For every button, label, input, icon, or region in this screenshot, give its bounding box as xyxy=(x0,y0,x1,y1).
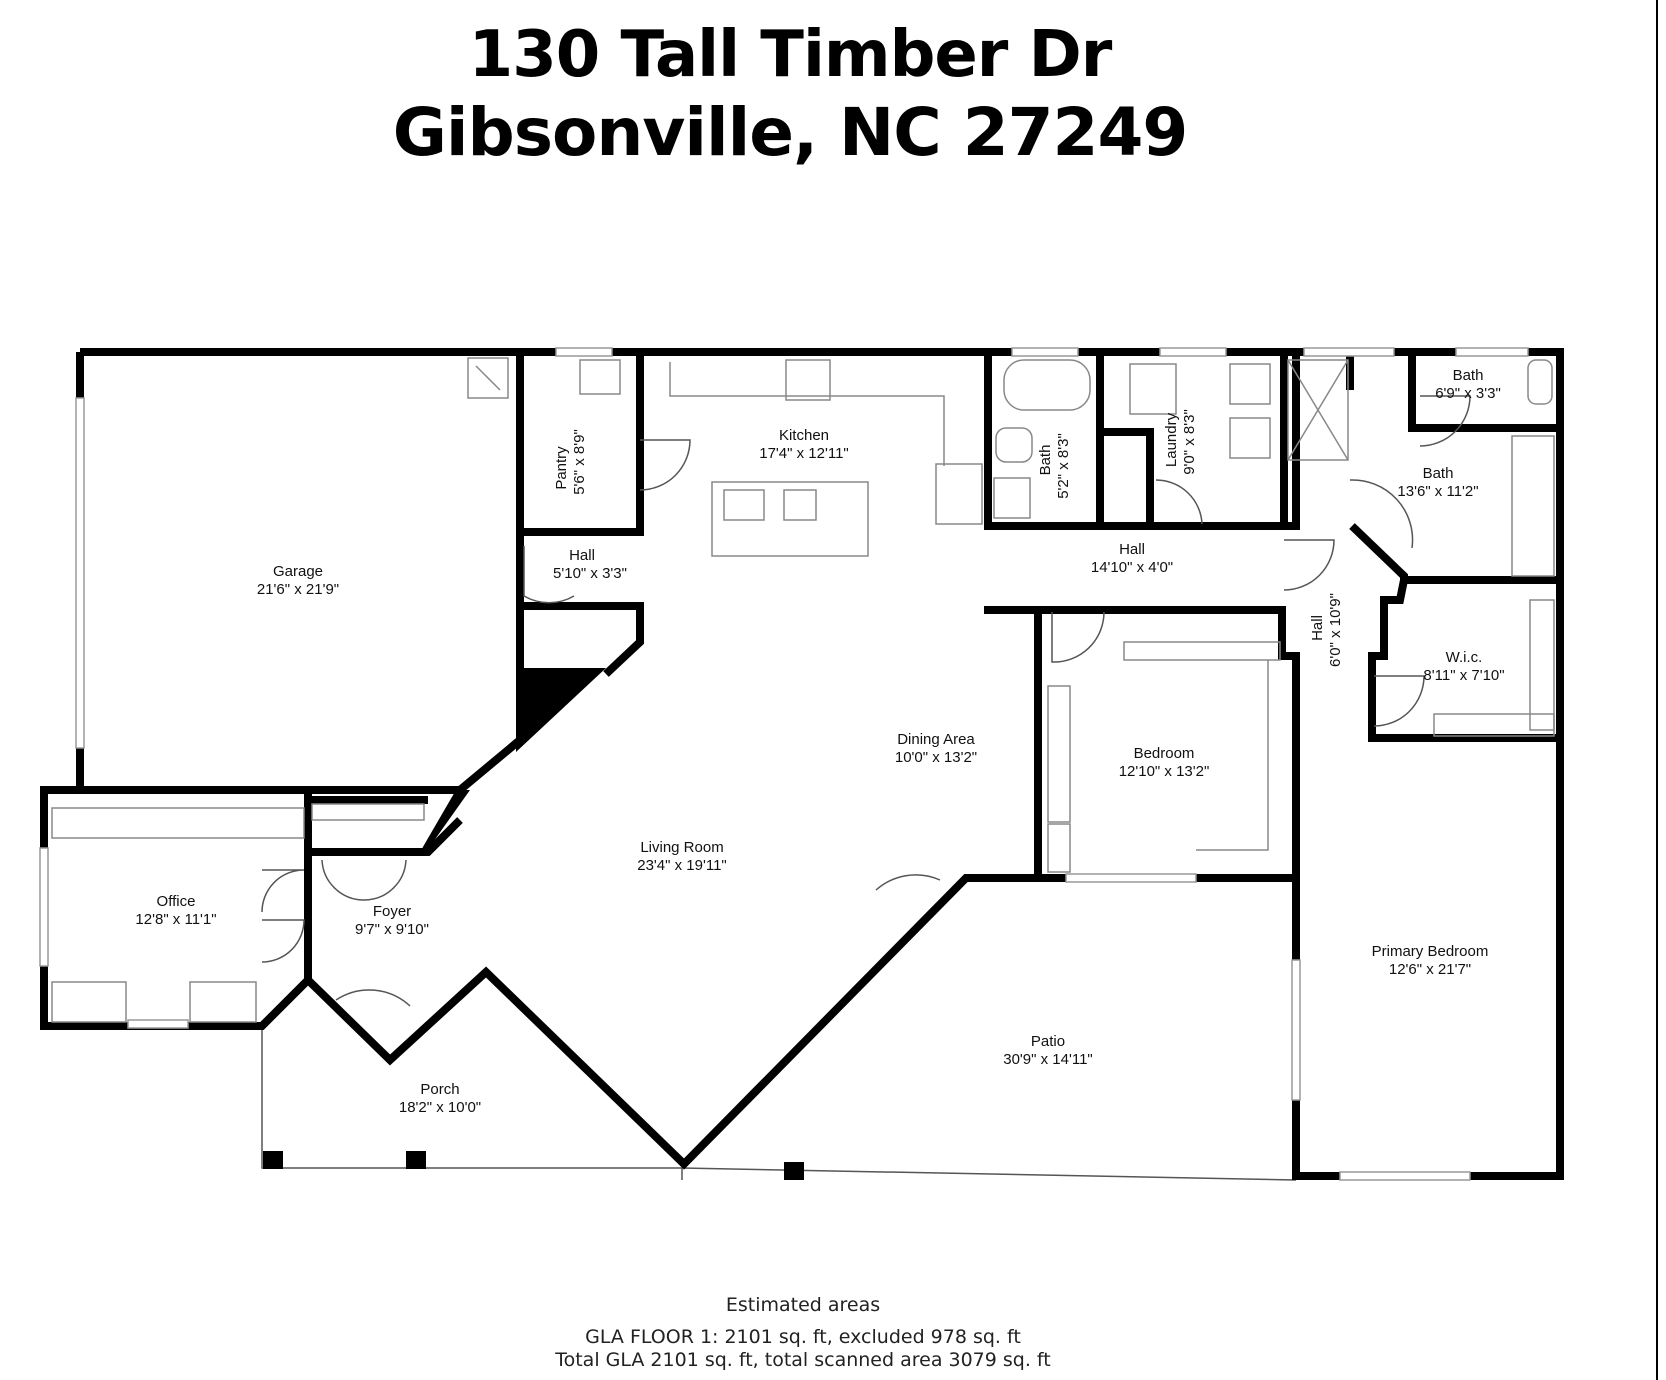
hall-long-name: Hall xyxy=(1119,541,1145,558)
patio-size: 30'9" x 14'11" xyxy=(1003,1051,1093,1068)
wic-name: W.i.c. xyxy=(1446,649,1483,666)
living-size: 23'4" x 19'11" xyxy=(637,857,727,874)
bath-primary-size: 13'6" x 11'2" xyxy=(1397,483,1478,500)
address-line-1: 130 Tall Timber Dr xyxy=(468,18,1113,92)
pantry-name: Pantry xyxy=(553,446,570,490)
office-size: 12'8" x 11'1" xyxy=(135,911,216,928)
address-line-2: Gibsonville, NC 27249 xyxy=(392,94,1189,171)
living-name: Living Room xyxy=(640,839,723,856)
wall-solids xyxy=(420,668,606,852)
page-edge-line xyxy=(1656,0,1658,1380)
kitchen-size: 17'4" x 12'11" xyxy=(759,445,849,462)
bath-small-size: 5'2" x 8'3" xyxy=(1055,433,1072,499)
porch-name: Porch xyxy=(420,1081,459,1098)
primary-bedroom-name: Primary Bedroom xyxy=(1372,943,1489,960)
areas-heading: Estimated areas xyxy=(725,1294,881,1316)
hall-small-size: 5'10" x 3'3" xyxy=(553,565,627,582)
dining-name: Dining Area xyxy=(897,731,975,748)
walls xyxy=(40,348,1564,1180)
areas-line-2: Total GLA 2101 sq. ft, total scanned are… xyxy=(555,1349,1051,1371)
bath-small-name: Bath xyxy=(1037,445,1054,476)
hall-vertical-name: Hall xyxy=(1309,615,1326,641)
areas-line-1: GLA FLOOR 1: 2101 sq. ft, excluded 978 s… xyxy=(585,1326,1021,1348)
kitchen-name: Kitchen xyxy=(779,427,829,444)
pantry-size: 5'6" x 8'9" xyxy=(571,429,588,495)
wic-size: 8'11" x 7'10" xyxy=(1423,667,1504,684)
posts xyxy=(263,1151,804,1180)
foyer-name: Foyer xyxy=(373,903,411,920)
bath-top-name: Bath xyxy=(1453,367,1484,384)
dining-size: 10'0" x 13'2" xyxy=(895,749,977,766)
bath-primary-name: Bath xyxy=(1423,465,1454,482)
fixtures xyxy=(51,357,1555,1023)
patio-name: Patio xyxy=(1031,1033,1065,1050)
bedroom-name: Bedroom xyxy=(1134,745,1195,762)
office-name: Office xyxy=(157,893,196,910)
room-labels: Garage 21'6" x 21'9" Pantry 5'6" x 8'9" … xyxy=(135,367,1504,1116)
hall-vertical-size: 6'0" x 10'9" xyxy=(1327,593,1344,667)
hall-long-size: 14'10" x 4'0" xyxy=(1091,559,1173,576)
bath-top-size: 6'9" x 3'3" xyxy=(1435,385,1501,402)
primary-bedroom-size: 12'6" x 21'7" xyxy=(1389,961,1471,978)
laundry-size: 9'0" x 8'3" xyxy=(1181,409,1198,475)
doors xyxy=(261,395,1471,1007)
floor-plan: Garage 21'6" x 21'9" Pantry 5'6" x 8'9" … xyxy=(39,347,1564,1181)
porch-size: 18'2" x 10'0" xyxy=(399,1099,481,1116)
windows xyxy=(39,347,1529,1181)
bedroom-size: 12'10" x 13'2" xyxy=(1119,763,1210,780)
foyer-size: 9'7" x 9'10" xyxy=(355,921,429,938)
garage-size: 21'6" x 21'9" xyxy=(257,581,339,598)
laundry-name: Laundry xyxy=(1163,412,1180,467)
garage-name: Garage xyxy=(273,563,323,580)
hall-small-name: Hall xyxy=(569,547,595,564)
